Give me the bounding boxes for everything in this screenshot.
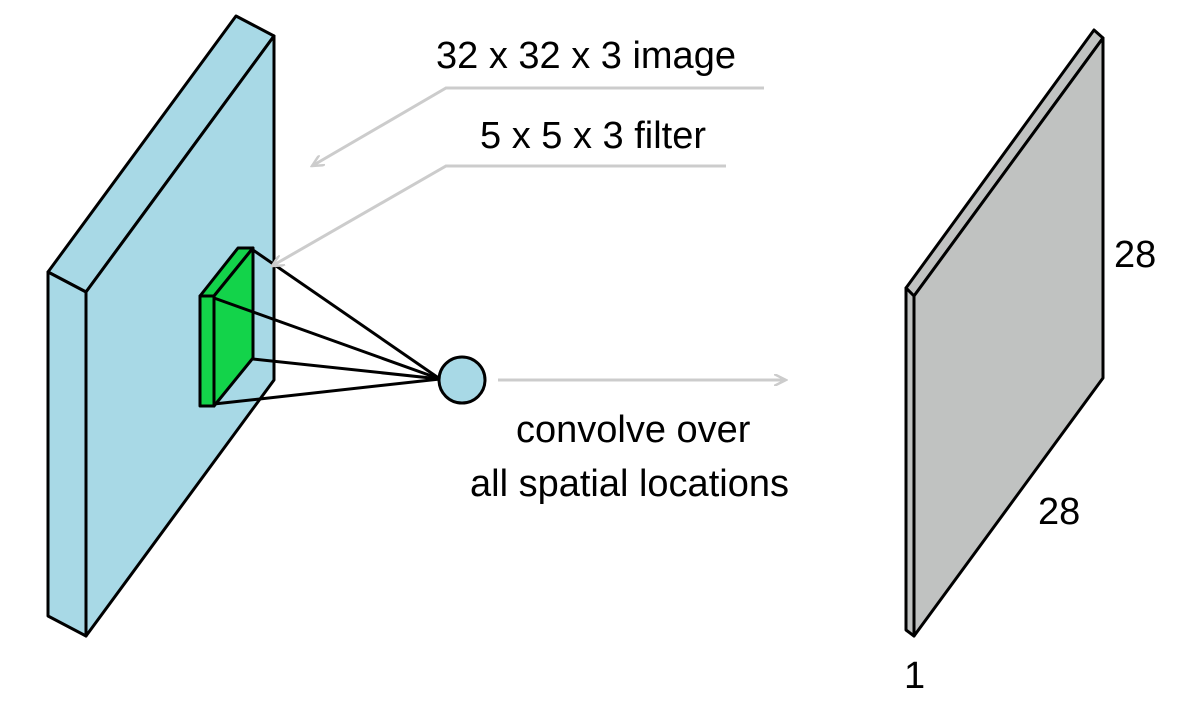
rf-line-mid-lower	[252, 357, 441, 381]
input-volume-face	[84, 34, 276, 638]
output-depth-label: 1	[904, 655, 926, 697]
filter-label-arrow	[272, 164, 726, 266]
neuron	[437, 355, 487, 405]
output-height-label: 28	[1114, 234, 1157, 276]
convolve-caption-line-2: all spatial locations	[470, 463, 789, 505]
output-width-label: 28	[1038, 491, 1081, 533]
annotation-arrows	[272, 86, 786, 380]
convolve-caption-line-1: convolve over	[516, 409, 751, 451]
rf-line-mid-upper	[213, 296, 441, 381]
rf-line-bottom	[213, 377, 441, 406]
rf-line-top	[252, 248, 441, 381]
input-volume	[46, 14, 276, 638]
receptive-field-lines	[213, 248, 441, 406]
output-map-face	[912, 36, 1105, 638]
filter-block	[198, 246, 255, 408]
image-label-arrow	[312, 86, 764, 166]
output-activation-map	[904, 28, 1105, 638]
filter-face	[212, 246, 255, 408]
filter-size-label: 5 x 5 x 3 filter	[480, 115, 706, 157]
filter-front	[198, 294, 216, 408]
image-size-label: 32 x 32 x 3 image	[436, 35, 736, 77]
input-volume-front-edge	[46, 270, 88, 638]
